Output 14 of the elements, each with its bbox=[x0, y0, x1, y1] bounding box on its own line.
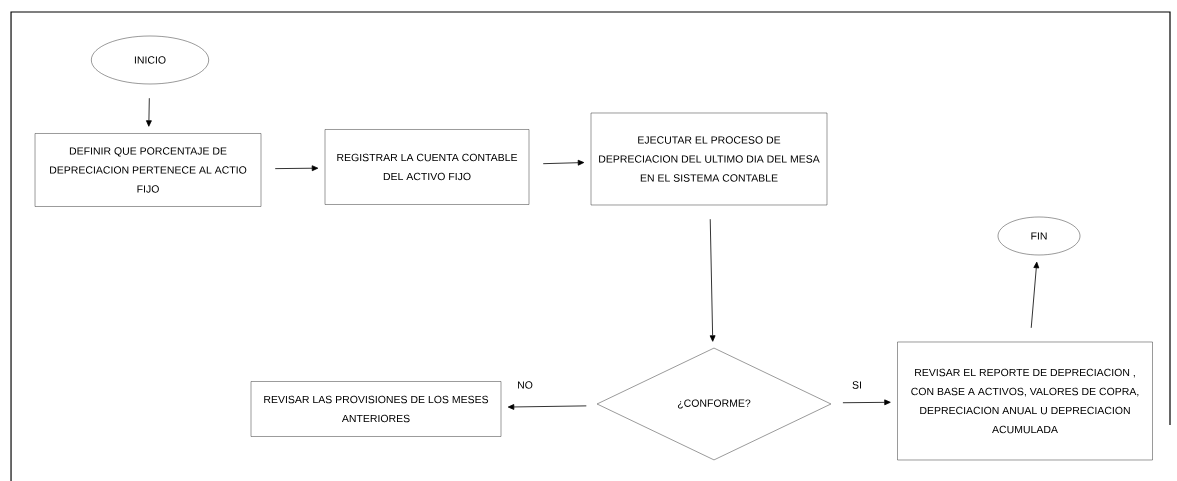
edge-label: SI bbox=[851, 380, 863, 390]
arrow bbox=[274, 165, 319, 172]
arrow bbox=[542, 159, 585, 166]
process-box: DEFINIR QUE PORCENTAJE DE DEPRECIACION PERTENECE AL ACTIO FIJO bbox=[34, 133, 262, 207]
arrow bbox=[507, 404, 587, 410]
arrow bbox=[709, 218, 716, 342]
arrow bbox=[146, 97, 152, 127]
process-box: REVISAR EL REPORTE DE DEPRECIACION , CON BASE A ACTIVOS, VALORES DE COPRA, DEPRECIACION ANUAL U DEPRECIACION ACUMULADA bbox=[897, 341, 1153, 461]
edge-label: NO bbox=[516, 380, 534, 390]
process-box: REGISTRAR LA CUENTA CONTABLE DEL ACTIVO FIJO bbox=[324, 129, 530, 205]
process-box: EJECUTAR EL PROCESO DE DEPRECIACION DEL ULTIMO DIA DEL MESA EN EL SISTEMA CONTABLE bbox=[590, 112, 828, 206]
process-box: REVISAR LAS PROVISIONES DE LOS MESES ANTERIORES bbox=[250, 381, 502, 437]
arrow bbox=[1030, 261, 1040, 329]
arrow bbox=[842, 399, 891, 406]
